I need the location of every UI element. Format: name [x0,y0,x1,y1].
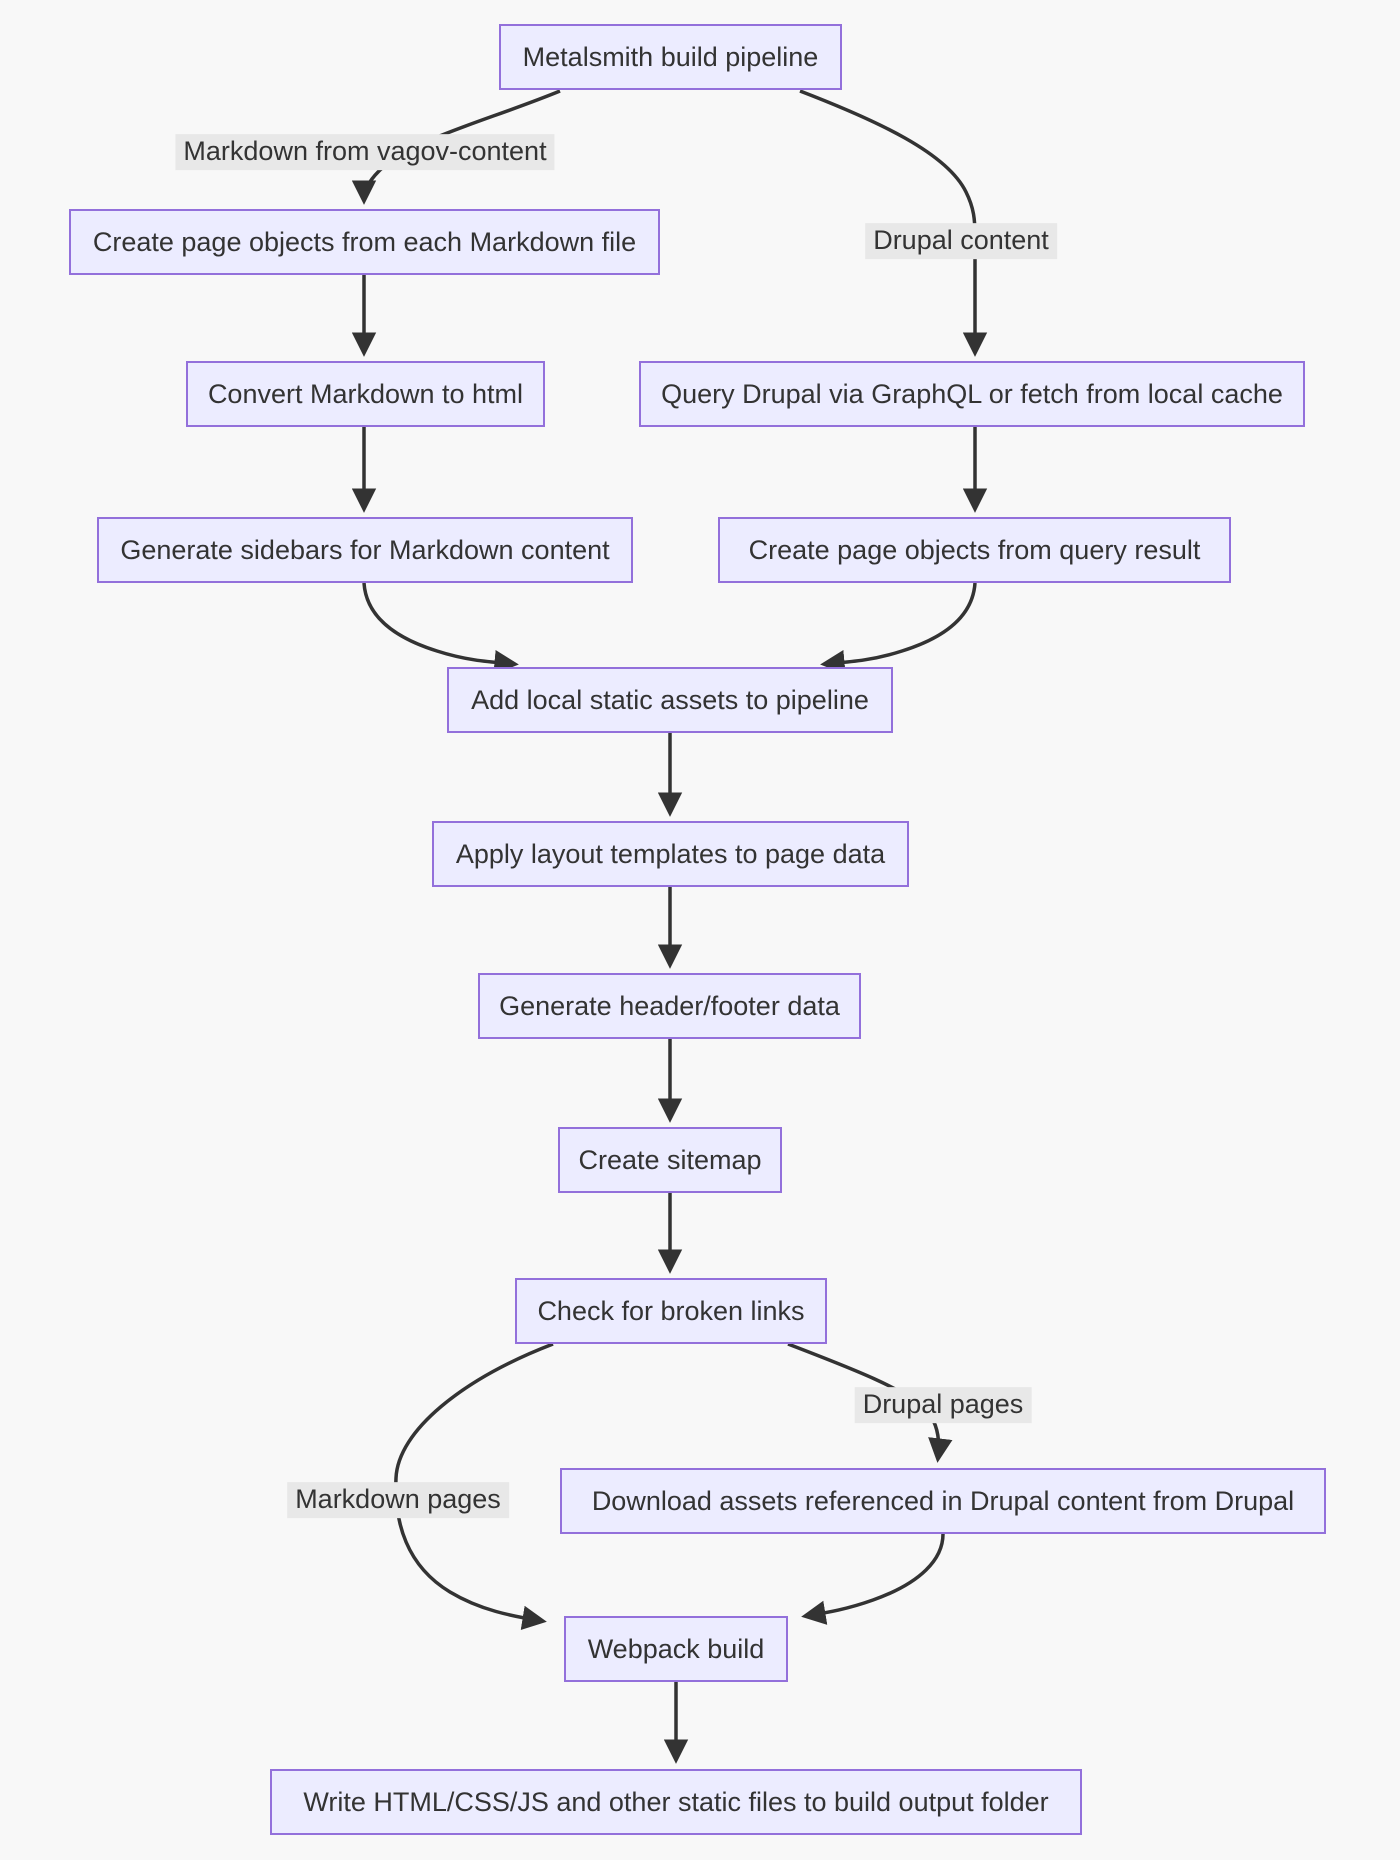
node-create-page-objects-query: Create page objects from query result [718,517,1231,583]
node-generate-header-footer: Generate header/footer data [478,973,861,1039]
node-create-sitemap: Create sitemap [558,1127,782,1193]
edge-sidebars-to-assets [362,582,519,675]
node-webpack-build: Webpack build [564,1616,788,1682]
edge-download-to-webpack [801,1533,945,1625]
node-check-broken-links: Check for broken links [515,1278,827,1344]
edge-querypages-to-assets [820,582,977,675]
node-generate-sidebars: Generate sidebars for Markdown content [97,517,633,583]
node-metalsmith-build-pipeline: Metalsmith build pipeline [499,24,842,90]
node-add-static-assets: Add local static assets to pipeline [447,667,893,733]
node-create-page-objects-markdown: Create page objects from each Markdown f… [69,209,660,275]
edge-pipeline-to-drupal [799,89,988,357]
node-apply-layout-templates: Apply layout templates to page data [432,821,909,887]
node-write-output-files: Write HTML/CSS/JS and other static files… [270,1769,1082,1835]
edge-label-markdown-source: Markdown from vagov-content [175,134,555,170]
node-query-drupal: Query Drupal via GraphQL or fetch from l… [639,361,1305,427]
node-download-drupal-assets: Download assets referenced in Drupal con… [560,1468,1326,1534]
edge-label-drupal-content: Drupal content [865,223,1057,259]
edge-label-markdown-pages: Markdown pages [287,1482,509,1518]
node-convert-markdown-to-html: Convert Markdown to html [186,361,545,427]
edge-label-drupal-pages: Drupal pages [854,1387,1032,1423]
